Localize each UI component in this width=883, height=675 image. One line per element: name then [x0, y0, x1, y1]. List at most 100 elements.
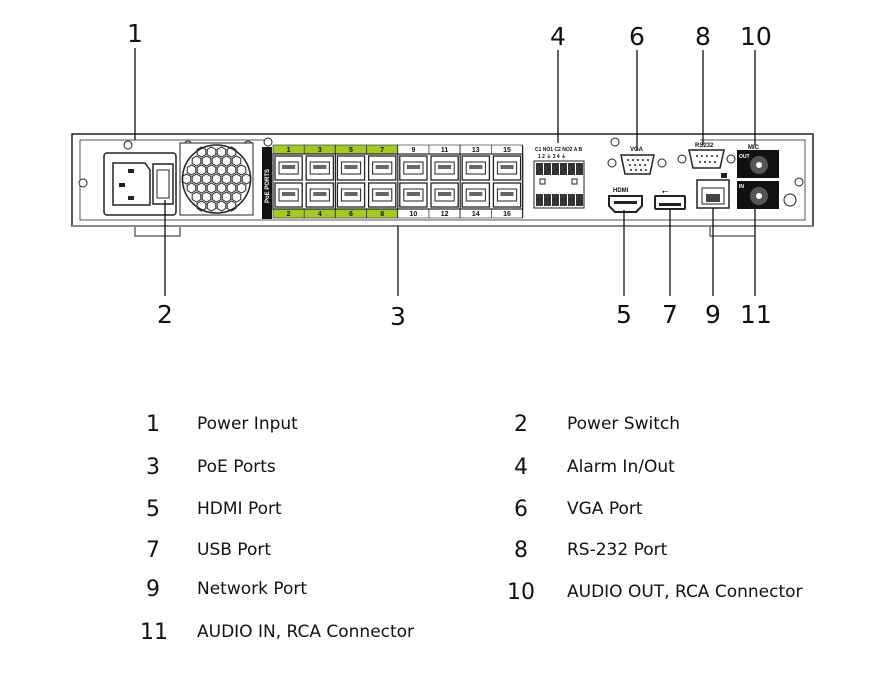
fan-hole — [206, 164, 217, 176]
port-number: 2 — [287, 211, 291, 218]
callout-1: 1 — [127, 19, 143, 48]
legend-num: 7 — [146, 538, 160, 563]
legend-num: 2 — [514, 412, 528, 437]
port-number: 15 — [503, 147, 511, 154]
in-label: IN — [739, 184, 744, 190]
network-icon — [721, 173, 727, 178]
alarm-terminal-pin[interactable] — [576, 194, 583, 206]
fan-hole — [221, 173, 232, 185]
fan-hole — [231, 155, 242, 167]
legend-label: HDMI Port — [197, 499, 282, 519]
legend-label: RS-232 Port — [567, 540, 668, 560]
port-number: 8 — [380, 211, 384, 218]
fan-hole — [191, 173, 202, 185]
fan-hole — [231, 173, 242, 185]
legend-label: Power Switch — [567, 414, 680, 434]
fan-hole — [196, 146, 207, 158]
fan-hole — [211, 173, 222, 185]
legend-num: 8 — [514, 538, 528, 563]
fan-hole — [191, 155, 202, 167]
fan-hole — [201, 155, 212, 167]
fan-hole — [226, 182, 237, 194]
callout-9: 9 — [705, 300, 721, 329]
mic-label: MIC — [748, 145, 760, 151]
rs232-port[interactable]: RS232 — [677, 143, 736, 169]
legend-label: Power Input — [197, 414, 298, 434]
legend-label: Network Port — [197, 579, 307, 599]
port-number: 1 — [287, 147, 291, 154]
legend-num: 5 — [146, 497, 160, 522]
alarm-bottom-labels: 1 2 ⏚ 3 4 ⏚ — [538, 153, 566, 160]
legend-num: 3 — [146, 455, 160, 480]
port-number: 13 — [472, 147, 480, 154]
legend-num: 11 — [140, 620, 168, 645]
port-number: 7 — [380, 147, 384, 154]
legend: 1 Power Input 2 Power Switch 3 PoE Ports… — [140, 412, 803, 645]
port-number: 9 — [411, 147, 415, 154]
alarm-terminal-pin[interactable] — [560, 163, 567, 175]
legend-num: 1 — [146, 412, 160, 437]
callout-3: 3 — [390, 302, 406, 331]
port-number: 4 — [318, 211, 322, 218]
fan-hole — [201, 191, 212, 203]
fan-hole — [186, 164, 197, 176]
callout-8: 8 — [695, 22, 711, 51]
fan-hole — [216, 200, 227, 212]
fan-hole — [216, 146, 227, 158]
hdmi-port[interactable]: HDMI — [608, 188, 643, 213]
fan-hole — [211, 191, 222, 203]
alarm-terminal[interactable]: C1 NO1 C2 NO2 A B 1 2 ⏚ 3 4 ⏚ — [533, 147, 585, 209]
power-switch[interactable] — [152, 163, 174, 205]
fan-hole — [201, 173, 212, 185]
poe-label-strip — [262, 147, 272, 219]
fan-hole — [206, 200, 217, 212]
hdmi-label: HDMI — [613, 188, 629, 194]
port-number: 16 — [503, 211, 511, 218]
port-number: 11 — [441, 147, 449, 154]
callout-4: 4 — [550, 22, 566, 51]
usb-port[interactable]: ⭠ — [654, 187, 686, 210]
callout-10: 10 — [740, 22, 772, 51]
alarm-terminal-pin[interactable] — [536, 194, 543, 206]
alarm-terminal-pin[interactable] — [544, 163, 551, 175]
alarm-top-labels: C1 NO1 C2 NO2 A B — [535, 147, 583, 153]
fan-hole — [226, 146, 237, 158]
fan-hole — [186, 182, 197, 194]
port-number: 12 — [441, 211, 449, 218]
usb-icon: ⭠ — [662, 187, 669, 196]
port-number: 6 — [349, 211, 353, 218]
alarm-terminal-pin[interactable] — [552, 194, 559, 206]
alarm-terminal-pin[interactable] — [568, 163, 575, 175]
fan-hole — [216, 182, 227, 194]
legend-num: 4 — [514, 455, 528, 480]
alarm-terminal-pin[interactable] — [568, 194, 575, 206]
fan-hole — [181, 173, 192, 185]
fan-grille — [179, 142, 254, 216]
alarm-terminal-pin[interactable] — [544, 194, 551, 206]
rs232-label: RS232 — [695, 143, 714, 149]
legend-label: AUDIO OUT, RCA Connector — [567, 582, 803, 602]
alarm-terminal-pin[interactable] — [552, 163, 559, 175]
legend-num: 9 — [146, 577, 160, 602]
callout-6: 6 — [629, 22, 645, 51]
callout-5: 5 — [616, 300, 632, 329]
alarm-terminal-pin[interactable] — [560, 194, 567, 206]
fan-hole — [211, 155, 222, 167]
legend-label: AUDIO IN, RCA Connector — [197, 622, 414, 642]
audio-block: MIC OUT IN — [737, 145, 779, 209]
callout-2: 2 — [157, 300, 173, 329]
out-label: OUT — [739, 154, 750, 160]
fan-hole — [236, 164, 247, 176]
port-number: 10 — [410, 211, 418, 218]
fan-hole — [226, 200, 237, 212]
fan-hole — [241, 173, 252, 185]
legend-num: 6 — [514, 497, 528, 522]
alarm-terminal-pin[interactable] — [576, 163, 583, 175]
fan-hole — [196, 200, 207, 212]
fan-hole — [206, 146, 217, 158]
alarm-terminal-pin[interactable] — [536, 163, 543, 175]
callout-7: 7 — [662, 300, 678, 329]
port-number: 3 — [318, 147, 322, 154]
